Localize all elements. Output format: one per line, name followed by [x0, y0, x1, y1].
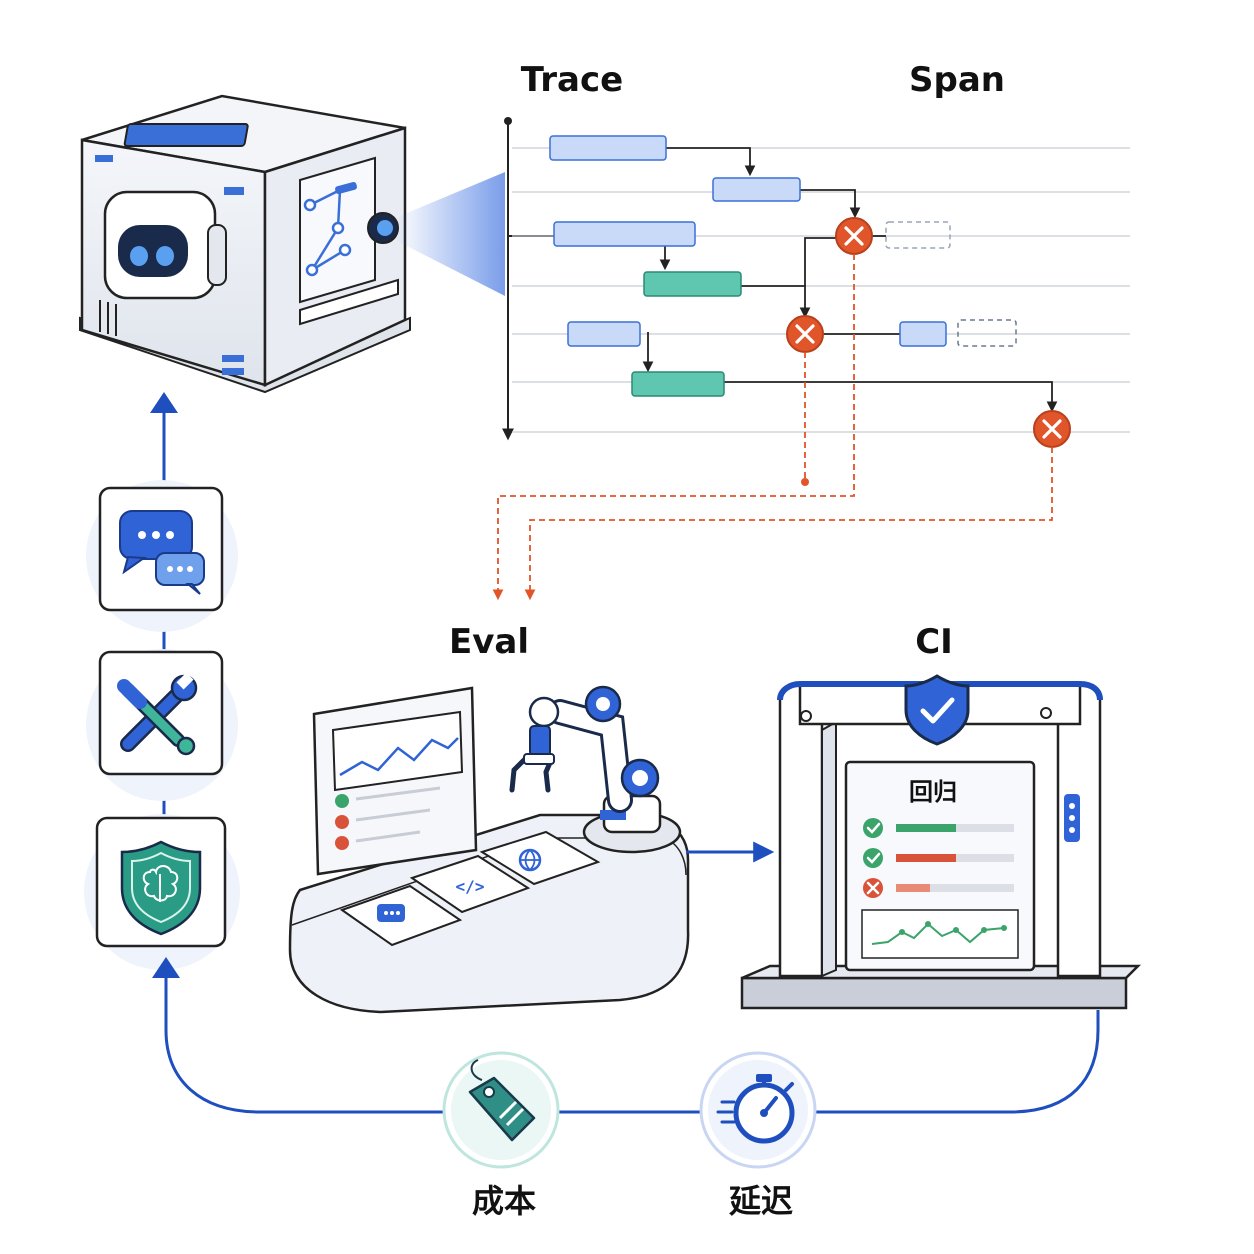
span-bar	[567, 321, 641, 347]
span-placeholder	[957, 319, 1017, 347]
trace-label: Trace	[520, 60, 624, 100]
x-circle-icon	[1033, 410, 1071, 448]
robot-arm-eval-bench-icon: </>	[288, 685, 690, 1014]
chat-bubbles-icon	[98, 486, 224, 612]
wrench-screwdriver-icon	[98, 650, 224, 776]
span-bar	[549, 135, 667, 161]
stopwatch-icon	[699, 1051, 817, 1169]
svg-text:</>: </>	[456, 877, 485, 896]
feedback-loop	[152, 957, 1100, 1169]
price-tag-icon	[442, 1051, 560, 1169]
trace-timeline	[492, 117, 1130, 601]
ci-label: CI	[915, 622, 953, 662]
span-label: Span	[909, 60, 1005, 100]
cost-label: 成本	[471, 1182, 537, 1220]
check-circle-icon	[863, 818, 883, 838]
span-bar	[643, 271, 742, 297]
ci-gate-shield-icon	[740, 674, 1142, 1010]
x-circle-icon	[863, 878, 883, 898]
capability-column	[84, 392, 240, 970]
agent-robot-server-icon	[79, 94, 505, 394]
span-bar	[553, 221, 696, 247]
span-bar	[631, 371, 725, 397]
eval-label: Eval	[449, 622, 529, 662]
x-circle-icon	[786, 315, 824, 353]
span-bar	[712, 177, 801, 202]
latency-label: 延迟	[728, 1182, 794, 1220]
span-placeholder	[885, 221, 951, 249]
x-circle-icon	[835, 217, 873, 255]
regression-label: 回归	[909, 778, 957, 806]
span-bar	[899, 321, 947, 347]
check-circle-icon	[863, 848, 883, 868]
shield-brain-icon	[95, 816, 227, 948]
